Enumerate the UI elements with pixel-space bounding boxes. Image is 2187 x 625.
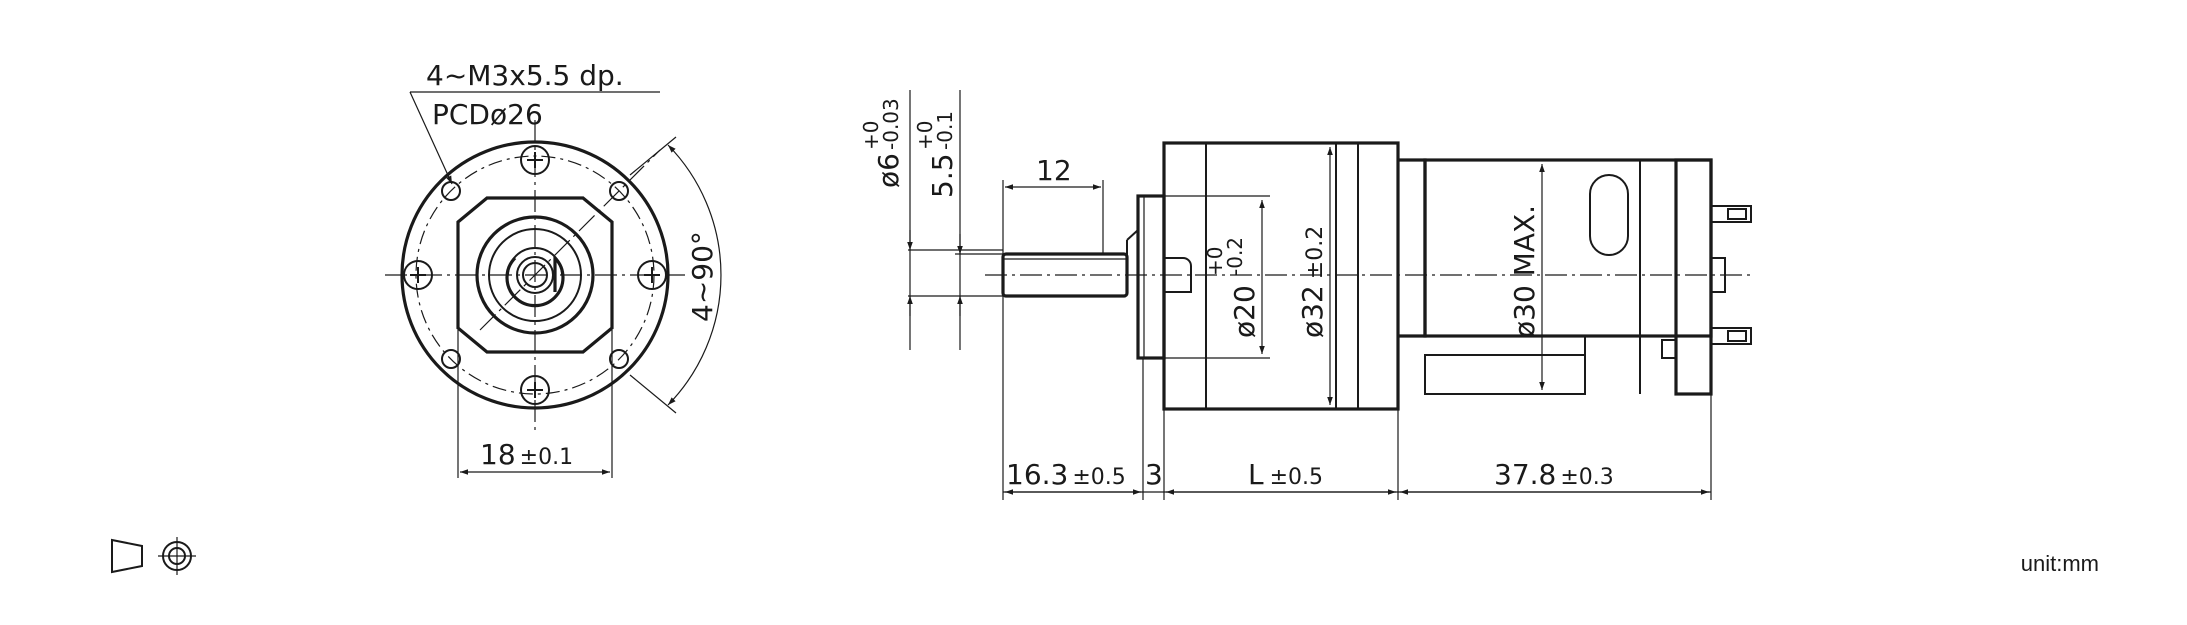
terminal-bottom bbox=[1710, 327, 1752, 345]
tapped-hole bbox=[609, 181, 629, 201]
motor-flat bbox=[1424, 354, 1586, 395]
svg-text:5.5: 5.5 bbox=[926, 153, 959, 198]
svg-text:ø32±0.2: ø32±0.2 bbox=[1296, 226, 1329, 338]
tapped-hole bbox=[441, 349, 461, 369]
svg-text:-0.2: -0.2 bbox=[1223, 237, 1247, 276]
screw-left bbox=[403, 260, 433, 290]
gearbox-dia-dim: ø32±0.2 bbox=[1296, 226, 1329, 338]
end-cap bbox=[1674, 158, 1713, 396]
screw-bottom bbox=[520, 375, 550, 405]
screw-right bbox=[637, 260, 667, 290]
svg-text:+0: +0 bbox=[859, 121, 883, 150]
flat-dim: 5.5 +0 -0.1 bbox=[913, 111, 959, 198]
third-angle-projection-icon bbox=[111, 537, 196, 575]
motor-len-dim: 37.8±0.3 bbox=[1494, 458, 1614, 491]
svg-text:+0: +0 bbox=[913, 121, 937, 150]
shaft-dia-dim: ø6 +0 -0.03 bbox=[859, 98, 905, 188]
width-dim: 18±0.1 bbox=[480, 438, 573, 471]
terminal-top bbox=[1710, 205, 1752, 223]
unit-label: unit:mm bbox=[2020, 551, 2099, 576]
motor-dia-dim: ø30 MAX. bbox=[1508, 205, 1541, 338]
svg-text:-0.03: -0.03 bbox=[879, 98, 903, 150]
hole-callout: 4~M3x5.5 dp. bbox=[426, 59, 624, 92]
gearbox-body bbox=[1162, 141, 1400, 411]
front-view: 4~M3x5.5 dp. PCDø26 4~90° 18±0.1 bbox=[385, 59, 722, 478]
svg-text:ø6: ø6 bbox=[872, 153, 905, 188]
shaft-flat-len-dim: 12 bbox=[1036, 154, 1072, 187]
tapped-hole bbox=[609, 349, 629, 369]
svg-text:ø20: ø20 bbox=[1228, 285, 1261, 338]
boss-len-dim: 3 bbox=[1145, 458, 1163, 491]
flange-boss bbox=[1136, 194, 1166, 360]
svg-text:-0.1: -0.1 bbox=[933, 111, 957, 150]
vent-slot bbox=[1589, 174, 1629, 256]
svg-text:ø30 MAX.: ø30 MAX. bbox=[1508, 205, 1541, 338]
shaft-len-dim: 16.3±0.5 bbox=[1006, 458, 1126, 491]
boss-dia-dim: ø20 +0 -0.2 bbox=[1203, 237, 1261, 338]
pcd-callout: PCDø26 bbox=[432, 98, 543, 131]
motor-body bbox=[1423, 158, 1713, 338]
screw-top bbox=[520, 145, 550, 175]
gearbox-len-dim: L±0.5 bbox=[1248, 458, 1323, 491]
angle-dim: 4~90° bbox=[686, 231, 719, 322]
side-view: ø6 +0 -0.03 5.5 +0 -0.1 12 ø20 +0 -0.2 ø… bbox=[859, 90, 1755, 500]
svg-text:+0: +0 bbox=[1203, 247, 1227, 276]
